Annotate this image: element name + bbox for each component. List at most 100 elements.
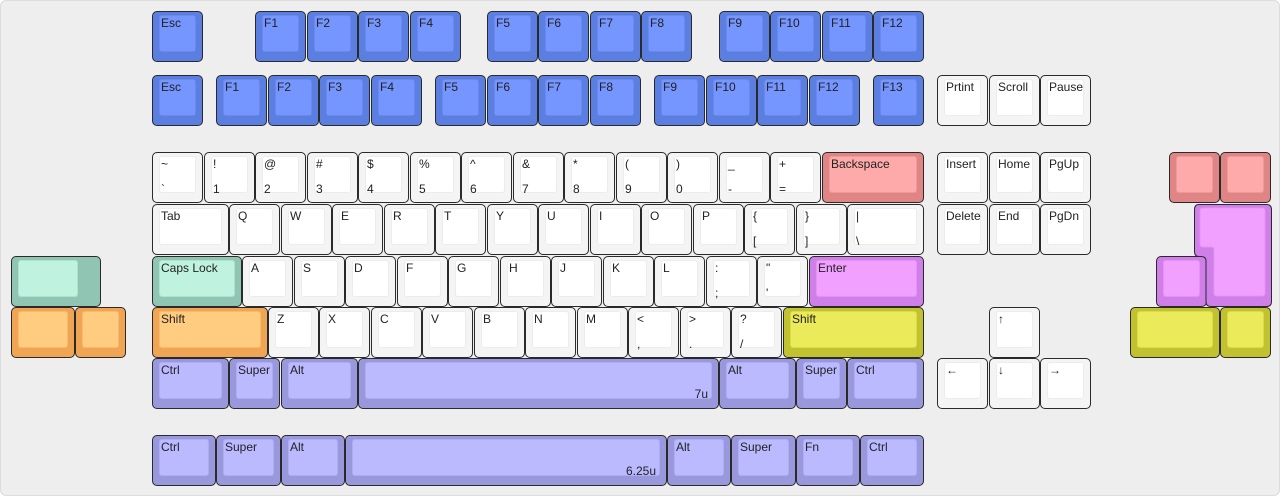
key-grave[interactable]: ~` [152,152,203,203]
key-end[interactable]: End [989,204,1040,255]
key-slash[interactable]: ?/ [731,307,782,358]
key-space625u[interactable]: 6.25u [345,435,667,486]
key-r0-esc[interactable]: Esc [152,11,203,62]
key-y[interactable]: Y [487,204,538,255]
key-r0-f6[interactable]: F6 [538,11,589,62]
key-left-stepped-caps[interactable] [11,256,101,307]
key-v[interactable]: V [422,307,473,358]
key-m[interactable]: M [577,307,628,358]
key-r[interactable]: R [384,204,435,255]
key-a[interactable]: A [242,256,293,307]
key-delete[interactable]: Delete [937,204,988,255]
key-r1-f6[interactable]: F6 [487,75,538,126]
key-lsuper[interactable]: Super [229,358,280,409]
key-2[interactable]: @2 [255,152,306,203]
key-down[interactable]: ↓ [989,358,1040,409]
key-k[interactable]: K [603,256,654,307]
key-5[interactable]: %5 [410,152,461,203]
key-rbracket[interactable]: }] [796,204,847,255]
key-left-orange-1[interactable] [11,307,75,358]
key-b-lctrl[interactable]: Ctrl [152,435,216,486]
key-comma[interactable]: <, [628,307,679,358]
key-r0-f11[interactable]: F11 [822,11,873,62]
key-equal[interactable]: += [770,152,821,203]
key-r1-f5[interactable]: F5 [435,75,486,126]
key-b-rctrl[interactable]: Ctrl [860,435,924,486]
key-z[interactable]: Z [268,307,319,358]
key-u[interactable]: U [538,204,589,255]
key-s[interactable]: S [294,256,345,307]
key-i[interactable]: I [590,204,641,255]
key-8[interactable]: *8 [564,152,615,203]
key-r0-f7[interactable]: F7 [590,11,641,62]
key-4[interactable]: $4 [358,152,409,203]
key-r0-f10[interactable]: F10 [770,11,821,62]
key-r1-prtint[interactable]: Prtint [937,75,988,126]
key-r1-esc[interactable]: Esc [152,75,203,126]
key-semicolon[interactable]: :; [706,256,757,307]
key-r1-f12[interactable]: F12 [809,75,860,126]
key-g[interactable]: G [448,256,499,307]
key-o[interactable]: O [641,204,692,255]
key-3[interactable]: #3 [307,152,358,203]
key-p[interactable]: P [693,204,744,255]
key-w[interactable]: W [281,204,332,255]
key-r0-f9[interactable]: F9 [719,11,770,62]
key-right-yellow-2[interactable] [1220,307,1271,358]
key-capslock[interactable]: Caps Lock [152,256,242,307]
key-enter[interactable]: Enter [809,256,924,307]
key-b-ralt[interactable]: Alt [667,435,731,486]
key-r0-f1[interactable]: F1 [255,11,306,62]
key-6[interactable]: ^6 [461,152,512,203]
key-insert[interactable]: Insert [937,152,988,203]
key-b-lalt[interactable]: Alt [281,435,345,486]
key-q[interactable]: Q [229,204,280,255]
key-lbracket[interactable]: {[ [744,204,795,255]
key-r1-f3[interactable]: F3 [319,75,370,126]
key-l[interactable]: L [654,256,705,307]
key-r1-f9[interactable]: F9 [654,75,705,126]
key-r1-f4[interactable]: F4 [371,75,422,126]
key-r0-f3[interactable]: F3 [358,11,409,62]
key-n[interactable]: N [525,307,576,358]
key-pgup[interactable]: PgUp [1040,152,1091,203]
key-right-pink-small[interactable] [1156,256,1207,307]
key-j[interactable]: J [551,256,602,307]
key-r0-f2[interactable]: F2 [307,11,358,62]
key-r1-pause[interactable]: Pause [1040,75,1091,126]
key-left-orange-2[interactable] [75,307,126,358]
key-b[interactable]: B [474,307,525,358]
key-0[interactable]: )0 [667,152,718,203]
key-r1-f10[interactable]: F10 [706,75,757,126]
key-backslash[interactable]: |\ [847,204,924,255]
key-c[interactable]: C [371,307,422,358]
key-h[interactable]: H [500,256,551,307]
key-r1-f2[interactable]: F2 [268,75,319,126]
key-r0-f12[interactable]: F12 [873,11,924,62]
key-right-iso-enter[interactable] [1194,204,1272,307]
key-f[interactable]: F [397,256,448,307]
key-7[interactable]: &7 [513,152,564,203]
key-t[interactable]: T [435,204,486,255]
key-r1-f7[interactable]: F7 [538,75,589,126]
key-lctrl[interactable]: Ctrl [152,358,229,409]
key-rctrl[interactable]: Ctrl [847,358,924,409]
key-lshift[interactable]: Shift [152,307,268,358]
key-left[interactable]: ← [937,358,988,409]
key-minus[interactable]: _- [719,152,770,203]
key-x[interactable]: X [319,307,370,358]
key-r1-f8[interactable]: F8 [590,75,641,126]
key-r1-scroll[interactable]: Scroll [989,75,1040,126]
key-b-fn[interactable]: Fn [796,435,860,486]
key-home[interactable]: Home [989,152,1040,203]
key-r1-f1[interactable]: F1 [216,75,267,126]
key-ralt[interactable]: Alt [719,358,796,409]
key-right[interactable]: → [1040,358,1091,409]
key-r1-f11[interactable]: F11 [757,75,808,126]
key-space7u[interactable]: 7u [358,358,719,409]
key-period[interactable]: >. [680,307,731,358]
key-d[interactable]: D [345,256,396,307]
key-backspace[interactable]: Backspace [822,152,924,203]
key-b-lsuper[interactable]: Super [216,435,281,486]
key-1[interactable]: !1 [204,152,255,203]
